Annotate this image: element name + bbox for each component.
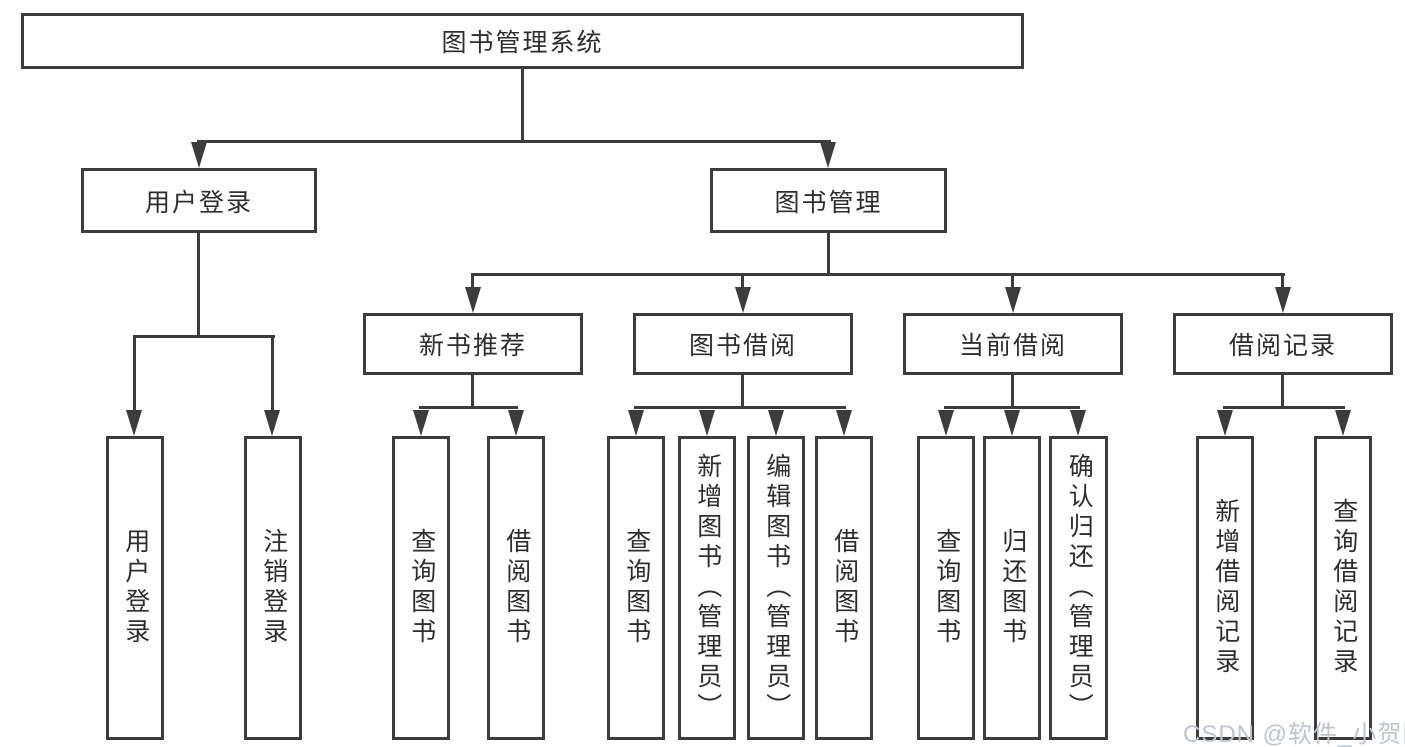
connector-root-stub	[521, 69, 524, 142]
node-bb-edit-book: 编辑图书（管理员）	[747, 436, 805, 740]
arrowhead-to-nbr-query-book	[413, 410, 429, 436]
arrowhead-to-br-add-record	[1217, 410, 1233, 436]
arrowhead-to-bb-edit-book	[768, 410, 784, 436]
connector-book-borrow-stub	[741, 375, 744, 408]
connector-borrow-record-stub	[1281, 375, 1284, 408]
node-br-query-record: 查询借阅记录	[1314, 436, 1372, 740]
connector-borrow-record-branch	[1223, 406, 1345, 409]
node-bb-borrow-book: 借阅图书	[815, 436, 873, 740]
connector-level3-drop-4	[1281, 273, 1284, 290]
connector-level3-drop-3	[1011, 273, 1014, 290]
csdn-watermark: CSDN @软件_小贺同学	[1183, 721, 1405, 747]
arrowhead-to-book-borrow	[735, 287, 751, 313]
arrowhead-to-bb-borrow-book	[836, 410, 852, 436]
arrowhead-to-cb-confirm-return	[1070, 410, 1086, 436]
arrowhead-to-book-mgmt	[820, 142, 836, 168]
connector-book-borrow-branch	[634, 406, 846, 409]
node-book-borrow: 图书借阅	[633, 313, 853, 375]
node-cb-query-book: 查询图书	[917, 436, 975, 740]
node-ul-logout: 注销登录	[244, 436, 302, 740]
connector-level3-drop-1	[471, 273, 474, 290]
arrowhead-to-cb-query-book	[938, 410, 954, 436]
connector-user-login-drop-right	[271, 335, 274, 415]
node-br-add-record: 新增借阅记录	[1196, 436, 1254, 740]
node-ul-user-login: 用户登录	[106, 436, 164, 740]
arrowhead-to-bb-query-book	[628, 410, 644, 436]
connector-new-book-rec-stub	[471, 375, 474, 408]
node-nbr-borrow-book: 借阅图书	[487, 436, 545, 740]
connector-new-book-rec-branch	[419, 406, 518, 409]
connector-level2-branch	[197, 140, 831, 143]
arrowhead-to-borrow-record	[1275, 287, 1291, 313]
connector-user-login-drop-left	[133, 335, 136, 415]
node-borrow-record: 借阅记录	[1173, 313, 1393, 375]
connector-book-mgmt-stub	[827, 233, 830, 275]
arrowhead-to-nbr-borrow-book	[508, 410, 524, 436]
connector-level3-drop-2	[741, 273, 744, 290]
node-cb-confirm-return: 确认归还（管理员）	[1049, 436, 1108, 740]
arrowhead-to-new-book-rec	[465, 287, 481, 313]
node-bb-query-book: 查询图书	[607, 436, 665, 740]
arrowhead-to-ul-logout	[264, 410, 280, 436]
arrowhead-to-bb-add-book	[699, 410, 715, 436]
arrowhead-to-cb-return-book	[1004, 410, 1020, 436]
node-book-mgmt: 图书管理	[710, 168, 947, 233]
arrowhead-to-ul-user-login	[126, 410, 142, 436]
node-current-borrow: 当前借阅	[903, 313, 1123, 375]
connector-user-login-branch	[133, 335, 275, 338]
node-new-book-rec: 新书推荐	[363, 313, 583, 375]
connector-level3-branch	[471, 273, 1285, 276]
connector-current-borrow-stub	[1011, 375, 1014, 408]
node-root: 图书管理系统	[21, 13, 1024, 69]
connector-user-login-stub	[197, 233, 200, 337]
node-bb-add-book: 新增图书（管理员）	[678, 436, 736, 740]
arrowhead-to-current-borrow	[1005, 287, 1021, 313]
node-nbr-query-book: 查询图书	[392, 436, 450, 740]
node-cb-return-book: 归还图书	[983, 436, 1041, 740]
arrowhead-to-user-login	[191, 142, 207, 168]
arrowhead-to-br-query-record	[1335, 410, 1351, 436]
node-user-login: 用户登录	[81, 168, 317, 233]
connector-current-borrow-branch	[944, 406, 1080, 409]
